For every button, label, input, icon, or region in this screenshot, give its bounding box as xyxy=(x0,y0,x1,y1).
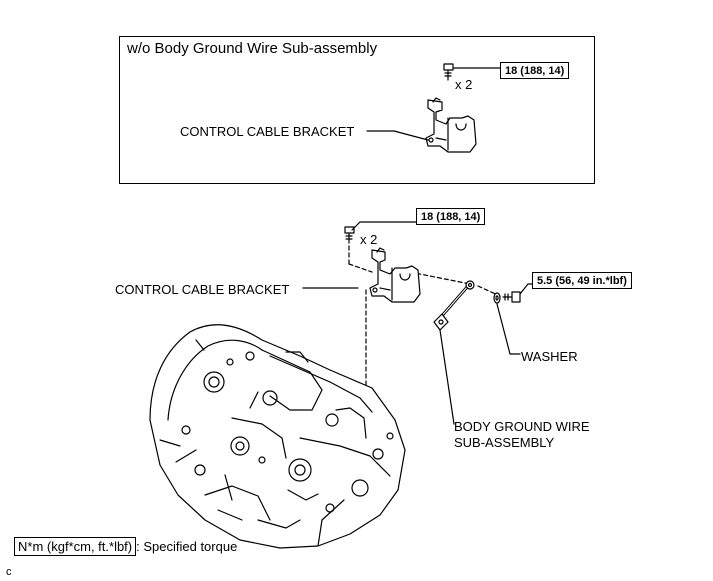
inset-quantity: x 2 xyxy=(455,77,473,92)
figure-code: c xyxy=(6,566,12,578)
inset-title: w/o Body Ground Wire Sub-assembly xyxy=(127,40,378,57)
ground-wire-label-line2: SUB-ASSEMBLY xyxy=(454,435,555,450)
ground-wire-label-line1: BODY GROUND WIRE xyxy=(454,419,590,434)
inset-torque-badge: 18 (188, 14) xyxy=(500,62,570,79)
washer-label: WASHER xyxy=(521,349,578,364)
inset-bracket-leader-2 xyxy=(393,130,429,141)
washer-leader xyxy=(496,303,521,355)
ground-wire-leader xyxy=(439,329,455,425)
nut-torque-badge: 5.5 (56, 49 in.*lbf) xyxy=(532,272,632,289)
inset-bracket-label: CONTROL CABLE BRACKET xyxy=(180,124,355,139)
legend-text: : Specified torque xyxy=(136,539,238,554)
body-ground-wire xyxy=(433,280,475,331)
transaxle-assembly xyxy=(149,324,406,549)
legend: N*m (kgf*cm, ft.*lbf): Specified torque xyxy=(14,537,238,556)
main-control-cable-bracket xyxy=(369,247,421,303)
inset-bolt xyxy=(443,63,454,81)
main-bolt-torque-leader xyxy=(351,221,417,231)
main-bolt-quantity: x 2 xyxy=(360,232,378,247)
main-bolt-torque-badge: 18 (188, 14) xyxy=(416,208,486,225)
legend-unit-box: N*m (kgf*cm, ft.*lbf) xyxy=(14,537,137,556)
inset-control-cable-bracket xyxy=(425,97,477,153)
main-bolt xyxy=(344,226,355,244)
washer xyxy=(493,292,501,304)
alignment-lines xyxy=(348,245,501,401)
main-bracket-label: CONTROL CABLE BRACKET xyxy=(115,282,290,297)
nut-torque-leader xyxy=(519,283,533,295)
inset-panel xyxy=(119,36,595,184)
main-nut-bolt xyxy=(502,291,521,303)
